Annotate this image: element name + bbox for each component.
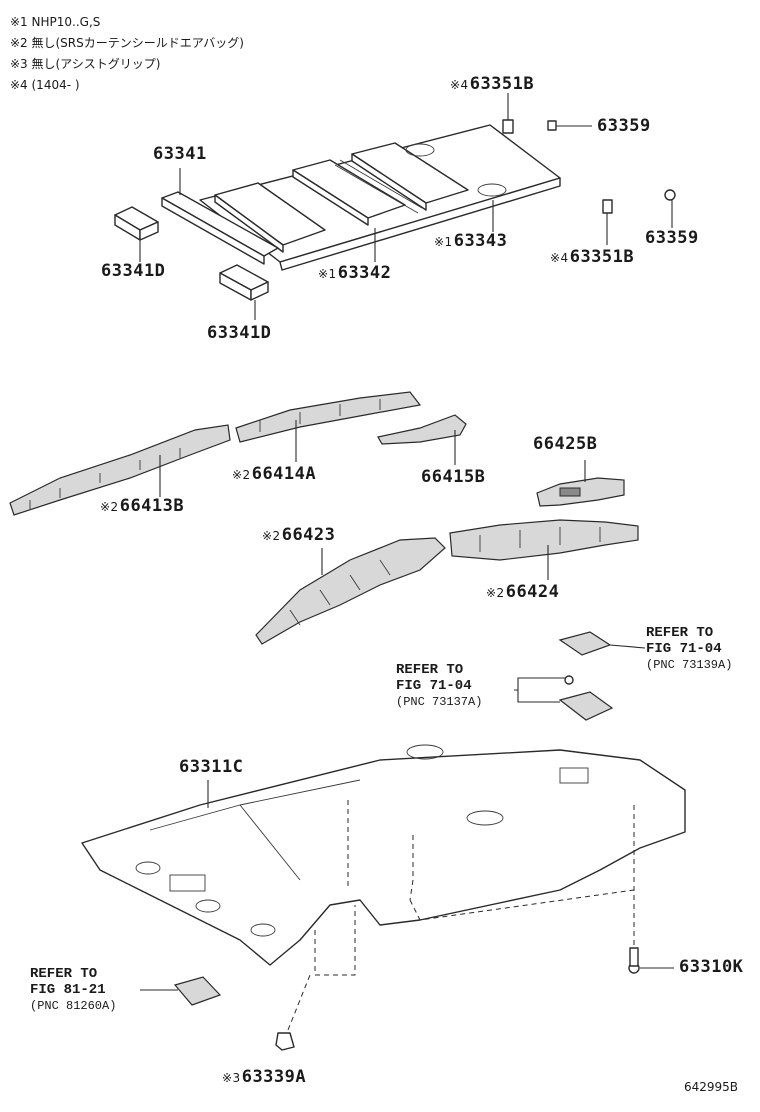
part-label-66425b: 66425B bbox=[533, 434, 598, 454]
part-label-63351b-top: ※463351B bbox=[450, 74, 535, 94]
roof-insulation-assembly bbox=[114, 119, 676, 301]
part-label-66423: ※266423 bbox=[262, 525, 336, 545]
side-rail-brackets bbox=[9, 391, 639, 645]
part-label-63339a: ※363339A bbox=[222, 1067, 307, 1087]
part-label-63359-top: 63359 bbox=[597, 116, 651, 136]
fasteners bbox=[173, 947, 640, 1051]
part-label-63359-right: 63359 bbox=[645, 228, 699, 248]
reference-81260a: REFER TO FIG 81-21 (PNC 81260A) bbox=[30, 966, 117, 1013]
note-3: ※3 無し(アシストグリップ) bbox=[10, 57, 161, 71]
part-label-63342: ※163342 bbox=[318, 263, 392, 283]
roof-headlining bbox=[81, 744, 686, 966]
dashed-connectors bbox=[287, 800, 635, 1031]
note-1: ※1 NHP10..G,S bbox=[10, 15, 101, 29]
leader-lines bbox=[139, 93, 674, 991]
part-label-66415b: 66415B bbox=[421, 467, 486, 487]
part-label-63341d-bottom: 63341D bbox=[207, 323, 272, 343]
room-lamps bbox=[558, 631, 614, 721]
part-label-63311c: 63311C bbox=[179, 757, 244, 777]
part-label-63341: 63341 bbox=[153, 144, 207, 164]
part-label-63310k: 63310K bbox=[679, 957, 744, 977]
part-label-66414a: ※266414A bbox=[232, 464, 317, 484]
note-4: ※4 (1404- ) bbox=[10, 78, 80, 92]
part-label-63341d-left: 63341D bbox=[101, 261, 166, 281]
note-2: ※2 無し(SRSカーテンシールドエアバッグ) bbox=[10, 36, 244, 50]
part-label-63343: ※163343 bbox=[434, 231, 508, 251]
reference-73139a: REFER TO FIG 71-04 (PNC 73139A) bbox=[646, 625, 733, 672]
part-label-66413b: ※266413B bbox=[100, 496, 185, 516]
diagram-id: 642995B bbox=[684, 1080, 739, 1094]
part-label-66424: ※266424 bbox=[486, 582, 560, 602]
reference-73137a: REFER TO FIG 71-04 (PNC 73137A) bbox=[396, 662, 483, 709]
part-label-63351b-right: ※463351B bbox=[550, 247, 635, 267]
